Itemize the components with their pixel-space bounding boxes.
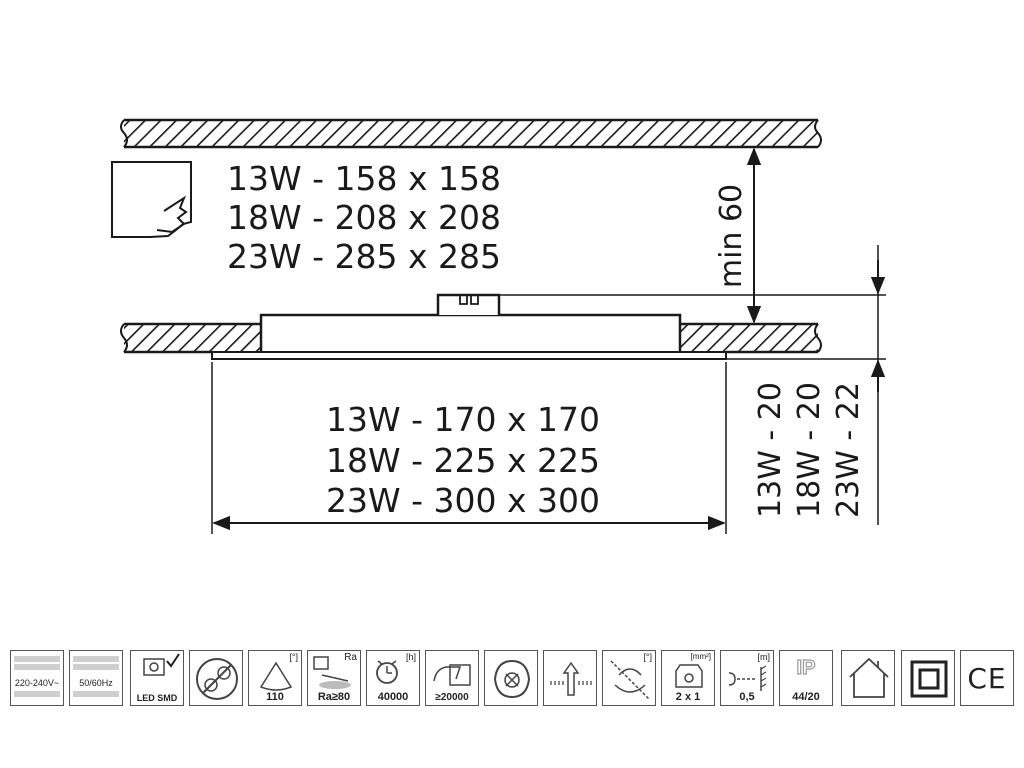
false-ceiling-left <box>120 322 261 354</box>
distance-unit: [m] <box>757 652 771 662</box>
ip-symbol: IP <box>796 656 816 679</box>
ip-rating-badge: IP 44/20 <box>779 650 833 706</box>
led-smd-label: LED SMD <box>136 693 178 703</box>
depth-label-2: 18W - 20 <box>792 382 827 518</box>
spec-icon-row: 220-240V~ 50/60Hz LED SMD [°] 110 Ra Ra≥… <box>8 650 1018 708</box>
lifetime-unit: [h] <box>405 652 416 662</box>
rotation-badge: [°] <box>602 650 656 706</box>
cri-badge: Ra Ra≥80 <box>307 650 361 706</box>
voltage-value: 220-240V~ <box>14 678 60 688</box>
cutout-size-3: 23W - 285 x 285 <box>227 237 501 276</box>
ceiling-slab <box>120 118 822 149</box>
frequency-badge: 50/60Hz <box>69 650 123 706</box>
lifetime-badge: [h] 40000 <box>366 650 420 706</box>
luminaire-body <box>211 293 727 360</box>
frequency-value: 50/60Hz <box>79 678 113 688</box>
lifetime-value: 40000 <box>377 691 409 703</box>
panel-size-2: 18W - 225 x 225 <box>326 441 600 480</box>
depth-label-1: 13W - 20 <box>753 382 788 518</box>
no-dimming-icon <box>484 650 538 706</box>
switching-cycles-badge: ≥20000 <box>425 650 479 706</box>
distance-value: 0,5 <box>739 691 755 703</box>
wire-unit: [mm²] <box>690 652 711 661</box>
cutout-size-1: 13W - 158 x 158 <box>227 159 501 198</box>
voltage-badge: 220-240V~ <box>10 650 64 706</box>
recessed-mounting-icon <box>543 650 597 706</box>
cutout-size-2: 18W - 208 x 208 <box>227 198 501 237</box>
wire-section-badge: [mm²] 2 x 1 <box>661 650 715 706</box>
cri-value: Ra≥80 <box>317 691 351 703</box>
beam-angle-badge: [°] 110 <box>248 650 302 706</box>
beam-angle-unit: [°] <box>289 652 298 662</box>
false-ceiling-right <box>680 322 822 354</box>
depth-label-3: 23W - 22 <box>831 382 866 518</box>
cutout-icon <box>111 161 192 238</box>
led-smd-badge: LED SMD <box>130 650 184 706</box>
wire-value: 2 x 1 <box>675 691 701 703</box>
cri-symbol: Ra <box>344 652 357 663</box>
panel-size-1: 13W - 170 x 170 <box>326 400 600 439</box>
ce-mark-icon: CE <box>960 650 1014 706</box>
ce-mark: CE <box>967 662 1007 695</box>
class-ii-icon <box>901 650 955 706</box>
beam-angle-value: 110 <box>266 691 284 703</box>
indoor-use-icon <box>841 650 895 706</box>
rotation-unit: [°] <box>643 652 652 662</box>
no-bulb-replacement-icon <box>189 650 243 706</box>
panel-size-3: 23W - 300 x 300 <box>326 481 600 520</box>
clearance-label: min 60 <box>714 184 749 288</box>
switching-value: ≥20000 <box>435 692 469 703</box>
min-distance-badge: [m] 0,5 <box>720 650 774 706</box>
ip-value: 44/20 <box>792 691 820 703</box>
